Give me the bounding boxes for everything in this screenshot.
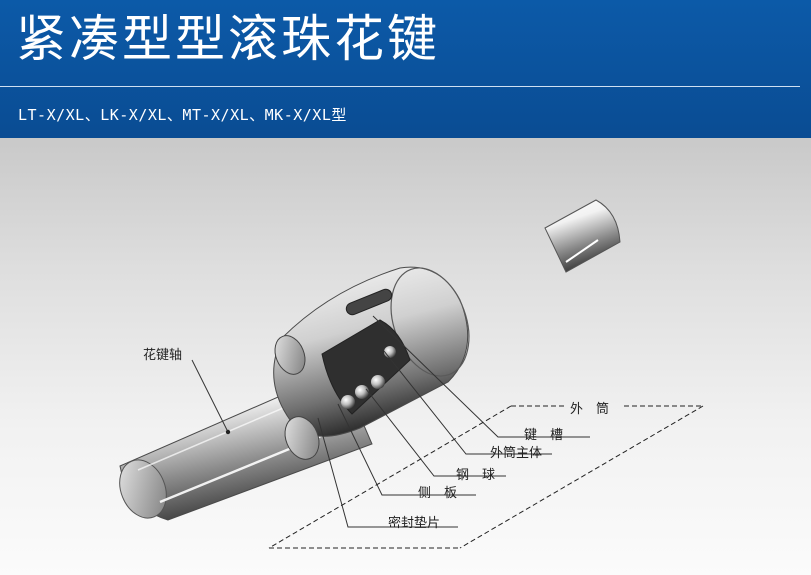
label-spline-shaft: 花键轴 xyxy=(143,344,182,363)
spline-shaft-rear xyxy=(545,200,620,272)
outer-cylinder xyxy=(270,257,483,464)
header-divider xyxy=(0,86,800,87)
label-side-plate: 侧 板 xyxy=(418,482,457,501)
label-keyway: 键 槽 xyxy=(524,424,563,443)
shaft-pointer-dot xyxy=(226,430,230,434)
page-title: 紧凑型型滚珠花键 xyxy=(16,14,440,64)
diagram-area: 花键轴 外 筒 键 槽 外筒主体 钢 球 侧 板 密封垫片 xyxy=(0,138,811,575)
ball-spline-illustration xyxy=(0,138,811,575)
label-outer-cylinder: 外 筒 xyxy=(570,398,609,417)
label-outer-body: 外筒主体 xyxy=(490,442,542,461)
label-seal: 密封垫片 xyxy=(388,512,440,531)
label-steel-ball: 钢 球 xyxy=(456,464,495,483)
header-banner: 紧凑型型滚珠花键 LT-X/XL、LK-X/XL、MT-X/XL、MK-X/XL… xyxy=(0,0,811,138)
page-subtitle: LT-X/XL、LK-X/XL、MT-X/XL、MK-X/XL型 xyxy=(18,104,347,125)
